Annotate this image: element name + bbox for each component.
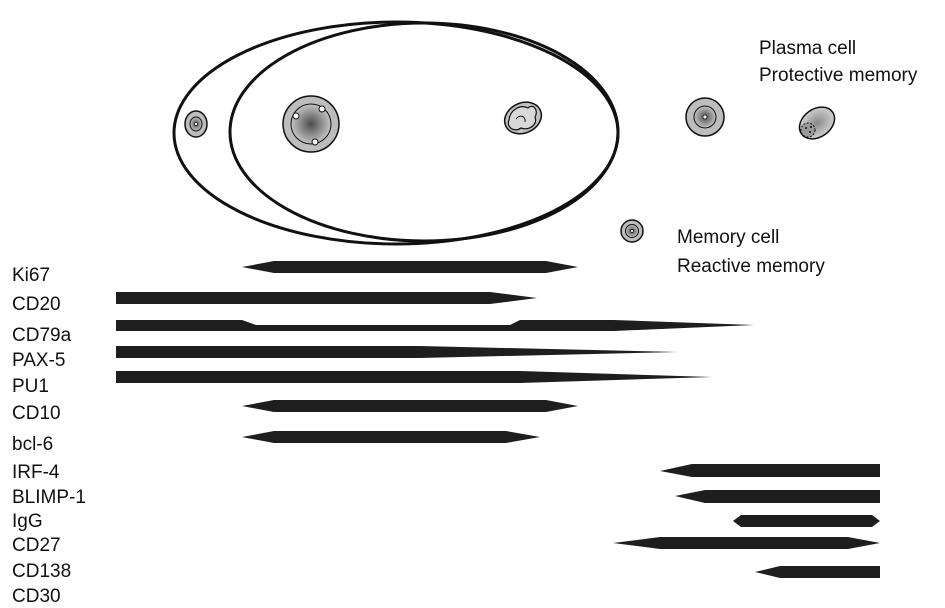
expression-band-ki67 (242, 261, 578, 273)
marker-label-cd27: CD27 (12, 535, 61, 556)
expression-band-pu1 (116, 371, 712, 383)
centrocyte-icon (503, 101, 543, 135)
plasma-cell-label: Plasma cell (759, 38, 856, 59)
expression-band-irf-4 (660, 464, 880, 477)
plasma-cell-icon (798, 106, 836, 140)
marker-label-cd30: CD30 (12, 586, 61, 607)
expression-band-pax-5 (116, 346, 678, 358)
expression-band-cd10 (242, 400, 578, 412)
memory-cell-icon (620, 219, 644, 243)
marker-label-cd138: CD138 (12, 561, 71, 582)
marker-label-pu1: PU1 (12, 376, 49, 397)
expression-band-blimp-1 (675, 490, 880, 503)
expression-band-cd27 (613, 537, 880, 549)
marker-label-blimp-1: BLIMP-1 (12, 487, 86, 508)
expression-band-cd138 (755, 566, 880, 578)
outer-follicle-ellipse (172, 20, 620, 246)
marker-label-igg: IgG (12, 511, 43, 532)
plasmablast-icon (685, 97, 725, 137)
marker-label-cd20: CD20 (12, 294, 61, 315)
naive-b-cell-icon (184, 110, 208, 138)
reactive-memory-label: Reactive memory (677, 256, 825, 277)
marker-label-cd79a: CD79a (12, 325, 72, 346)
centroblast-icon (282, 95, 340, 153)
marker-label-pax-5: PAX-5 (12, 350, 66, 371)
expression-band-cd20 (116, 292, 537, 304)
marker-label-ki67: Ki67 (12, 265, 50, 286)
marker-label-irf-4: IRF-4 (12, 462, 60, 483)
expression-band-cd79a (116, 320, 754, 331)
inner-germinal-center-ellipse (228, 21, 620, 243)
marker-label-bcl-6: bcl-6 (12, 434, 53, 455)
protective-memory-label: Protective memory (759, 65, 918, 86)
marker-label-cd10: CD10 (12, 403, 61, 424)
expression-band-bcl-6 (242, 431, 540, 443)
expression-band-igg (733, 515, 880, 527)
memory-cell-label: Memory cell (677, 227, 779, 248)
